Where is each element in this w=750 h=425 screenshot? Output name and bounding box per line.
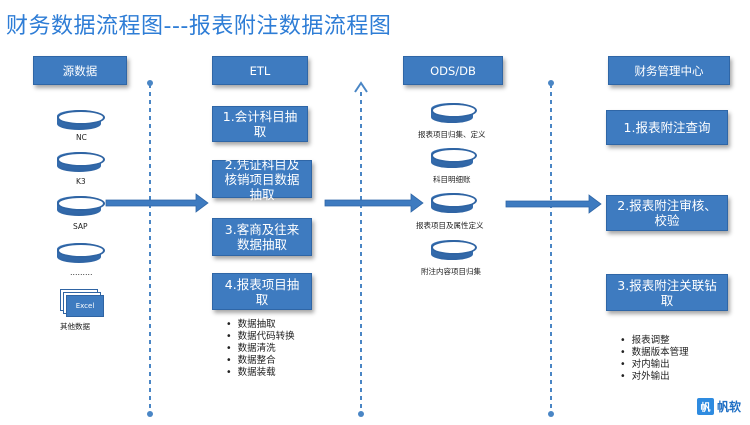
database-icon	[57, 243, 105, 263]
database-icon	[431, 148, 477, 168]
divider-arrowhead	[354, 81, 368, 93]
flow-arrow-3	[505, 194, 602, 214]
list-item: 报表调整	[620, 335, 689, 347]
list-item: 数据整合	[226, 355, 295, 367]
database-icon	[431, 193, 477, 213]
source-label-dots: ………	[70, 268, 93, 277]
fanruan-logo: 帆 帆软	[697, 398, 741, 415]
flow-arrow-1	[105, 193, 209, 213]
source-label-other: 其他数据	[60, 322, 90, 331]
divider-dot	[147, 80, 153, 86]
list-item: 数据代码转换	[226, 331, 295, 343]
database-icon	[57, 152, 105, 172]
etl-step-2: 2.凭证科目及核销项目数据抽取	[212, 157, 312, 202]
list-item: 数据抽取	[226, 319, 295, 331]
logo-text: 帆软	[717, 400, 742, 414]
ods-label-3: 报表项目及属性定义	[416, 221, 484, 230]
etl-step-4: 4.报表项目抽取	[212, 273, 312, 310]
ods-label-4: 附注内容项目归集	[421, 267, 481, 276]
flow-arrow-2	[324, 193, 424, 213]
etl-bullet-list: 数据抽取 数据代码转换 数据清洗 数据整合 数据装载	[226, 319, 295, 379]
source-label-sap: SAP	[73, 222, 88, 231]
header-source: 源数据	[33, 56, 127, 85]
header-ods: ODS/DB	[403, 56, 503, 85]
database-icon	[431, 103, 477, 123]
divider-dot	[147, 411, 153, 417]
ods-label-1: 报表项目归集、定义	[418, 130, 486, 139]
header-etl: ETL	[212, 56, 308, 85]
ods-label-2: 科目明细账	[433, 175, 471, 184]
excel-icon: Excel	[60, 289, 104, 317]
finance-step-2: 2.报表附注审核、校验	[606, 195, 728, 231]
database-icon	[57, 110, 105, 130]
source-label-nc: NC	[76, 133, 87, 142]
finance-step-3: 3.报表附注关联钻取	[606, 274, 728, 311]
finance-bullet-list: 报表调整 数据版本管理 对内输出 对外输出	[620, 335, 689, 383]
list-item: 数据装载	[226, 367, 295, 379]
list-item: 数据清洗	[226, 343, 295, 355]
source-label-k3: K3	[76, 177, 86, 186]
list-item: 数据版本管理	[620, 347, 689, 359]
divider-dot	[358, 411, 364, 417]
database-icon	[431, 240, 477, 260]
finance-step-1: 1.报表附注查询	[606, 110, 728, 145]
divider-dot	[548, 411, 554, 417]
divider-dot	[548, 80, 554, 86]
page-title: 财务数据流程图---报表附注数据流程图	[6, 14, 392, 39]
etl-step-3: 3.客商及往来数据抽取	[212, 218, 312, 256]
list-item: 对外输出	[620, 371, 689, 383]
list-item: 对内输出	[620, 359, 689, 371]
etl-step-1: 1.会计科目抽取	[212, 106, 308, 142]
header-finance: 财务管理中心	[608, 56, 730, 85]
logo-mark-icon: 帆	[697, 398, 714, 415]
database-icon	[57, 196, 105, 216]
